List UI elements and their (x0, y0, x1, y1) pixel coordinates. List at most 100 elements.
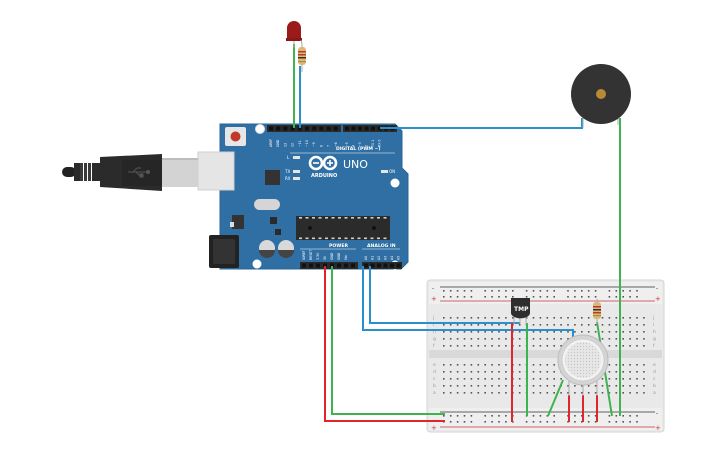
rail-hole[interactable] (629, 415, 631, 417)
rail-hole[interactable] (608, 421, 611, 423)
terminal-hole[interactable] (636, 324, 638, 326)
wire-a1[interactable] (369, 266, 520, 324)
terminal-hole[interactable] (615, 378, 618, 380)
rail-hole[interactable] (615, 421, 618, 423)
terminal-hole[interactable] (518, 371, 521, 373)
rail-hole[interactable] (456, 296, 459, 298)
terminal-hole[interactable] (505, 392, 507, 394)
rail-hole[interactable] (539, 415, 542, 417)
rail-hole[interactable] (567, 290, 569, 292)
terminal-hole[interactable] (553, 364, 555, 366)
terminal-hole[interactable] (546, 331, 549, 333)
terminal-hole[interactable] (643, 338, 645, 340)
rail-hole[interactable] (532, 415, 535, 417)
terminal-hole[interactable] (643, 371, 645, 373)
rail-hole[interactable] (615, 415, 618, 417)
terminal-hole[interactable] (622, 392, 624, 394)
terminal-hole[interactable] (484, 317, 486, 319)
terminal-hole[interactable] (587, 385, 590, 387)
terminal-hole[interactable] (615, 317, 618, 319)
rail-hole[interactable] (512, 296, 514, 298)
header-socket[interactable] (383, 263, 388, 268)
terminal-hole[interactable] (546, 378, 549, 380)
terminal-hole[interactable] (463, 378, 466, 380)
terminal-hole[interactable] (553, 324, 555, 326)
terminal-hole[interactable] (463, 324, 466, 326)
header-socket[interactable] (358, 126, 362, 131)
terminal-hole[interactable] (477, 338, 480, 340)
rail-hole[interactable] (581, 415, 583, 417)
terminal-hole[interactable] (491, 345, 493, 347)
arduino-uno-board[interactable]: L TX RX ON ARDUINO UNO DIGITAL (PWM ~) P… (197, 123, 409, 270)
terminal-hole[interactable] (532, 317, 535, 319)
terminal-hole[interactable] (622, 331, 624, 333)
terminal-hole[interactable] (615, 371, 618, 373)
rail-hole[interactable] (443, 290, 445, 292)
terminal-hole[interactable] (498, 331, 500, 333)
terminal-hole[interactable] (615, 324, 618, 326)
terminal-hole[interactable] (636, 364, 638, 366)
rail-hole[interactable] (553, 421, 555, 423)
terminal-hole[interactable] (470, 392, 473, 394)
terminal-hole[interactable] (560, 345, 562, 347)
header-socket[interactable] (319, 126, 324, 131)
terminal-hole[interactable] (553, 331, 555, 333)
terminal-hole[interactable] (463, 317, 466, 319)
rail-hole[interactable] (443, 415, 445, 417)
rail-hole[interactable] (539, 290, 542, 292)
terminal-hole[interactable] (601, 385, 604, 387)
terminal-hole[interactable] (505, 364, 507, 366)
terminal-hole[interactable] (491, 371, 493, 373)
power-header[interactable] (300, 262, 358, 269)
terminal-hole[interactable] (608, 364, 611, 366)
terminal-hole[interactable] (601, 392, 604, 394)
rail-hole[interactable] (449, 415, 452, 417)
terminal-hole[interactable] (525, 317, 528, 319)
terminal-hole[interactable] (608, 317, 611, 319)
terminal-hole[interactable] (553, 378, 555, 380)
terminal-hole[interactable] (484, 378, 486, 380)
terminal-hole[interactable] (532, 371, 535, 373)
rail-hole[interactable] (636, 296, 638, 298)
terminal-hole[interactable] (449, 378, 452, 380)
header-socket[interactable] (351, 126, 356, 131)
terminal-hole[interactable] (532, 385, 535, 387)
terminal-hole[interactable] (636, 331, 638, 333)
rail-hole[interactable] (449, 421, 452, 423)
terminal-hole[interactable] (456, 378, 459, 380)
rail-hole[interactable] (443, 296, 445, 298)
terminal-hole[interactable] (594, 392, 597, 394)
rail-hole[interactable] (498, 421, 500, 423)
terminal-hole[interactable] (532, 324, 535, 326)
terminal-hole[interactable] (484, 371, 486, 373)
terminal-hole[interactable] (594, 385, 597, 387)
terminal-hole[interactable] (622, 385, 624, 387)
terminal-hole[interactable] (484, 345, 486, 347)
rail-hole[interactable] (491, 296, 493, 298)
header-socket[interactable] (370, 263, 375, 268)
header-socket[interactable] (276, 126, 281, 131)
terminal-hole[interactable] (643, 378, 645, 380)
led-resistor[interactable] (298, 39, 306, 72)
terminal-hole[interactable] (505, 331, 507, 333)
terminal-hole[interactable] (477, 331, 480, 333)
terminal-hole[interactable] (574, 331, 576, 333)
terminal-hole[interactable] (553, 385, 555, 387)
terminal-hole[interactable] (636, 317, 638, 319)
rail-hole[interactable] (470, 290, 473, 292)
rail-hole[interactable] (615, 290, 618, 292)
rail-hole[interactable] (532, 421, 535, 423)
terminal-hole[interactable] (539, 345, 542, 347)
terminal-hole[interactable] (443, 324, 445, 326)
header-socket[interactable] (297, 126, 302, 131)
terminal-hole[interactable] (512, 317, 514, 319)
terminal-hole[interactable] (498, 345, 500, 347)
terminal-hole[interactable] (498, 371, 500, 373)
terminal-hole[interactable] (449, 331, 452, 333)
rail-hole[interactable] (594, 421, 597, 423)
rail-hole[interactable] (553, 415, 555, 417)
terminal-hole[interactable] (518, 345, 521, 347)
terminal-hole[interactable] (491, 378, 493, 380)
rail-hole[interactable] (546, 296, 549, 298)
terminal-hole[interactable] (581, 324, 583, 326)
